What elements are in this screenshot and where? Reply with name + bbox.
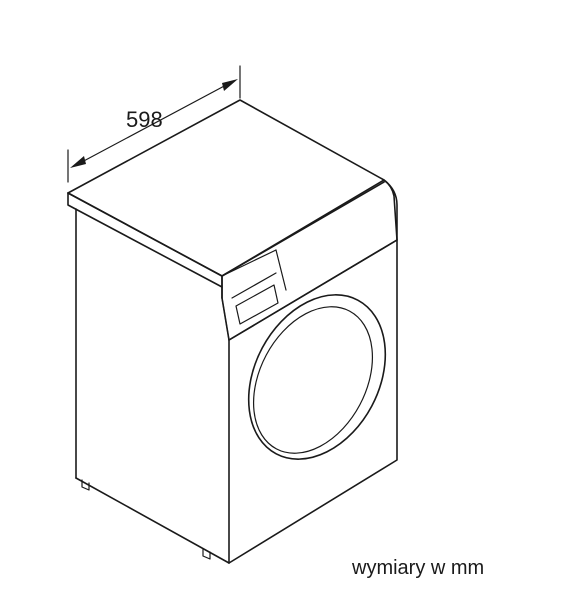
top-front-line bbox=[67, 192, 223, 277]
dimension-value: 598 bbox=[126, 107, 163, 132]
control-panel-top-inner bbox=[221, 249, 277, 277]
machine-side bbox=[75, 208, 230, 564]
side-bottom-edge bbox=[75, 477, 230, 564]
door-inner-ring bbox=[252, 306, 374, 454]
dimension-line bbox=[79, 83, 229, 164]
foot-front bbox=[202, 548, 211, 560]
dimension-arrow-right bbox=[222, 79, 238, 91]
control-panel bbox=[221, 179, 398, 341]
control-panel-bottom-left bbox=[221, 297, 230, 341]
width-dimension: 598 bbox=[67, 65, 241, 183]
units-caption: wymiary w mm bbox=[352, 557, 485, 579]
door bbox=[247, 294, 387, 460]
display-window bbox=[235, 284, 279, 325]
drawer-top bbox=[231, 272, 277, 299]
machine-front bbox=[228, 239, 398, 564]
front-outline bbox=[228, 239, 398, 564]
top-front-edge bbox=[67, 192, 223, 288]
control-panel-divider bbox=[275, 249, 287, 291]
dimension-arrow-left bbox=[70, 156, 86, 168]
control-panel-outline bbox=[221, 179, 398, 341]
door-outer-ring bbox=[247, 294, 387, 460]
foot-left bbox=[81, 479, 90, 491]
machine-top bbox=[67, 99, 398, 288]
